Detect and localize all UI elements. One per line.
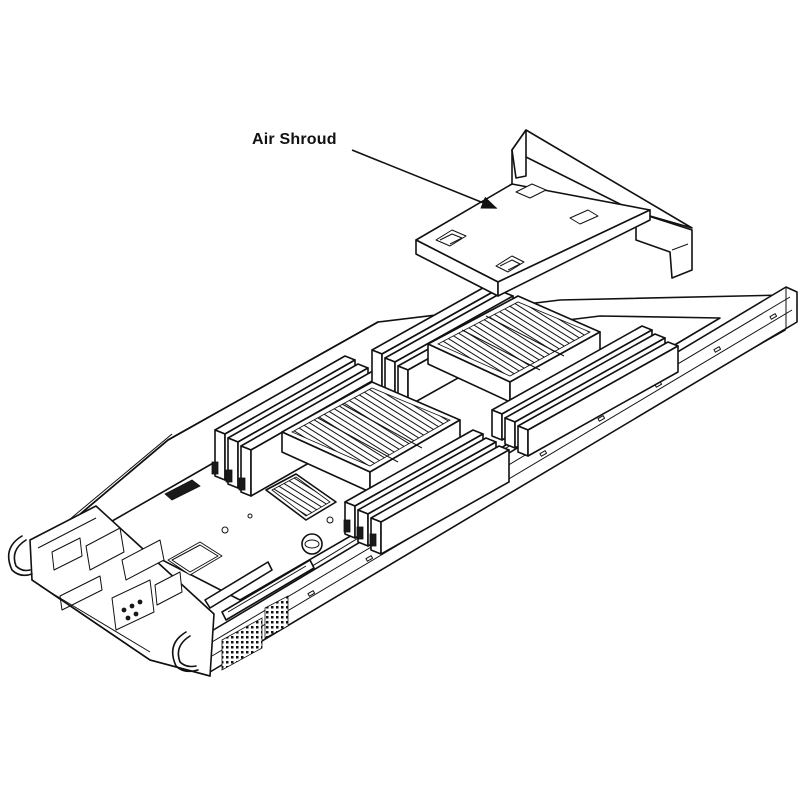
pcie-slot bbox=[204, 561, 273, 609]
air-shroud-label: Air Shroud bbox=[252, 131, 337, 148]
cpu-heatsink-1 bbox=[281, 381, 461, 493]
lan-port-2 bbox=[121, 539, 165, 581]
shroud-slot-4 bbox=[569, 209, 599, 225]
pull-handle-left bbox=[7, 535, 33, 577]
header-connector bbox=[164, 479, 201, 501]
dimm-bank-front-right bbox=[343, 429, 510, 555]
shroud-slot-3 bbox=[515, 183, 547, 199]
air-shroud bbox=[415, 129, 693, 297]
lan-port bbox=[85, 527, 125, 571]
cpu-heatsink-2 bbox=[427, 295, 601, 403]
usb-port bbox=[51, 537, 83, 571]
dimm-bank-rear-right bbox=[491, 325, 679, 457]
shroud-slot-2 bbox=[495, 255, 525, 273]
front-io-panel bbox=[7, 505, 289, 677]
shroud-slot-1 bbox=[435, 229, 467, 247]
cmos-battery bbox=[301, 533, 323, 555]
callout-leader-arrow bbox=[351, 149, 498, 209]
